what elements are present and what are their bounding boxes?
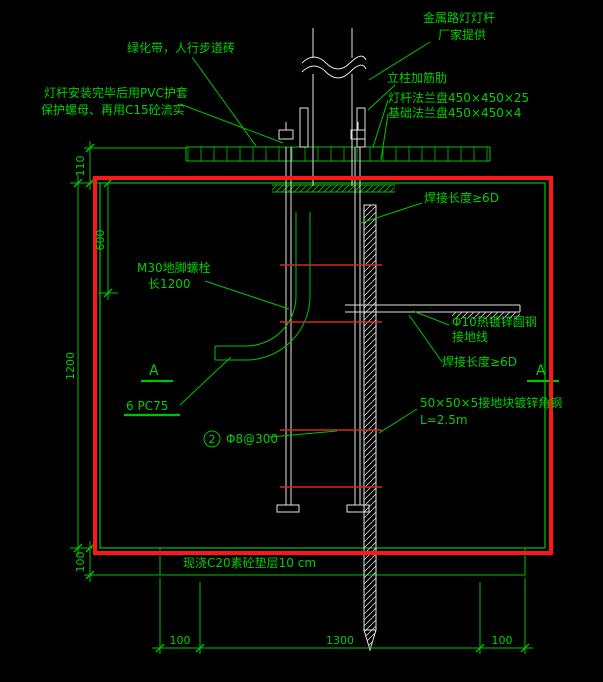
label-cushion: 现浇C20素砼垫层10 cm [183, 555, 316, 570]
anchor-bolts [276, 147, 370, 513]
base-flange-plate [272, 184, 395, 193]
dim-bottom-center: 1300 [326, 634, 354, 647]
label-walkway: 绿化带，人行步道砖 [127, 40, 235, 55]
label-stirrup-spec: Φ8@300 [226, 432, 278, 446]
dim-foundation-depth: 1200 [64, 352, 77, 380]
dim-bottom-right: 100 [492, 634, 513, 647]
label-pole-name: 金属路灯灯杆 [423, 10, 495, 25]
label-conduit: 6 PC75 [126, 399, 168, 413]
label-angle-steel: 50×50×5接地块镀锌角钢 [420, 395, 562, 410]
dim-bolt-embed: 600 [94, 230, 107, 251]
section-mark-left-letter: A [149, 363, 159, 379]
labels: 绿化带，人行步道砖 灯杆安装完毕后用PVC护套 保护螺母、再用C15砼流实 金属… [41, 10, 562, 647]
label-anchor-bolt: M30地脚螺栓 [137, 260, 211, 275]
dimension-ticks [73, 143, 530, 653]
label-pole-vendor: 厂家提供 [438, 27, 486, 42]
conduit-elbow [214, 212, 311, 361]
dim-cushion-thickness: 100 [74, 552, 87, 573]
pole-break-symbol [301, 55, 367, 70]
foundation-outline [99, 182, 546, 549]
anchor-nut-left [278, 129, 294, 140]
label-weld-mid: 焊接长度≥6D [442, 354, 517, 369]
lamp-pole [278, 28, 367, 186]
label-ground-wire: 接地线 [452, 329, 488, 344]
rebar-stirrups [280, 264, 382, 488]
stiffener-rib-left [299, 107, 309, 148]
stirrup-ref-number: 2 [209, 433, 216, 446]
stirrup-ref-bubble: 2 [203, 430, 221, 448]
label-weld-top: 焊接长度≥6D [424, 190, 499, 205]
section-mark-right-letter: A [536, 363, 546, 379]
section-marks [124, 379, 559, 417]
stiffener-rib-right [356, 107, 366, 148]
label-pvc-note-1: 灯杆安装完毕后用PVC护套 [44, 85, 188, 100]
dim-top-offset: 110 [74, 156, 87, 177]
grounding-rod [363, 204, 377, 652]
label-pvc-note-2: 保护螺母、再用C15砼流实 [41, 102, 185, 117]
leader-lines [179, 41, 450, 438]
dimension-lines [70, 141, 533, 654]
anchor-nut-right [350, 129, 366, 140]
label-pole-flange: 灯杆法兰盘450×450×25 [388, 90, 529, 105]
label-anchor-bolt-length: 长1200 [148, 277, 191, 291]
label-base-flange: 基础法兰盘450×450×4 [388, 105, 522, 120]
walkway-brick-layer [185, 146, 491, 162]
highlight-rectangle [93, 176, 553, 555]
label-ground-steel: Φ10热镀锌圆钢 [452, 315, 537, 329]
label-stiffener-rib: 立柱加筋肋 [387, 70, 447, 85]
dim-bottom-left: 100 [170, 634, 191, 647]
label-angle-steel-length: L=2.5m [420, 413, 468, 427]
